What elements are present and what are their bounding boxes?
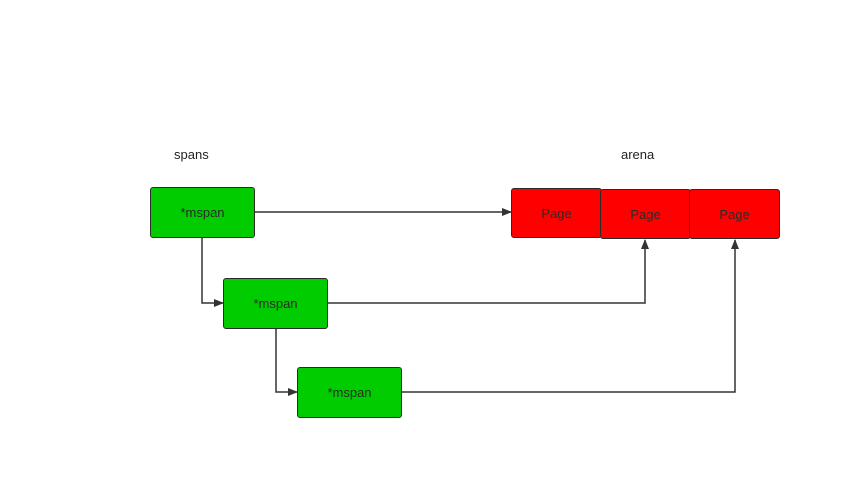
arena-label: arena [621, 147, 655, 162]
page-node-2: Page [600, 189, 691, 239]
span-node-1: *mspan [150, 187, 255, 238]
page-node-3: Page [689, 189, 780, 239]
spans-label: spans [174, 147, 209, 162]
arrow-span-1-to-span-2 [201, 238, 224, 307]
arrow-span-2-to-span-3 [275, 328, 298, 396]
span-node-2: *mspan [223, 278, 328, 329]
span-node-3: *mspan [297, 367, 402, 418]
arrow-span-2-to-page-2 [328, 239, 649, 304]
page-node-1: Page [511, 188, 602, 238]
arrow-span-3-to-page-3 [402, 239, 739, 393]
